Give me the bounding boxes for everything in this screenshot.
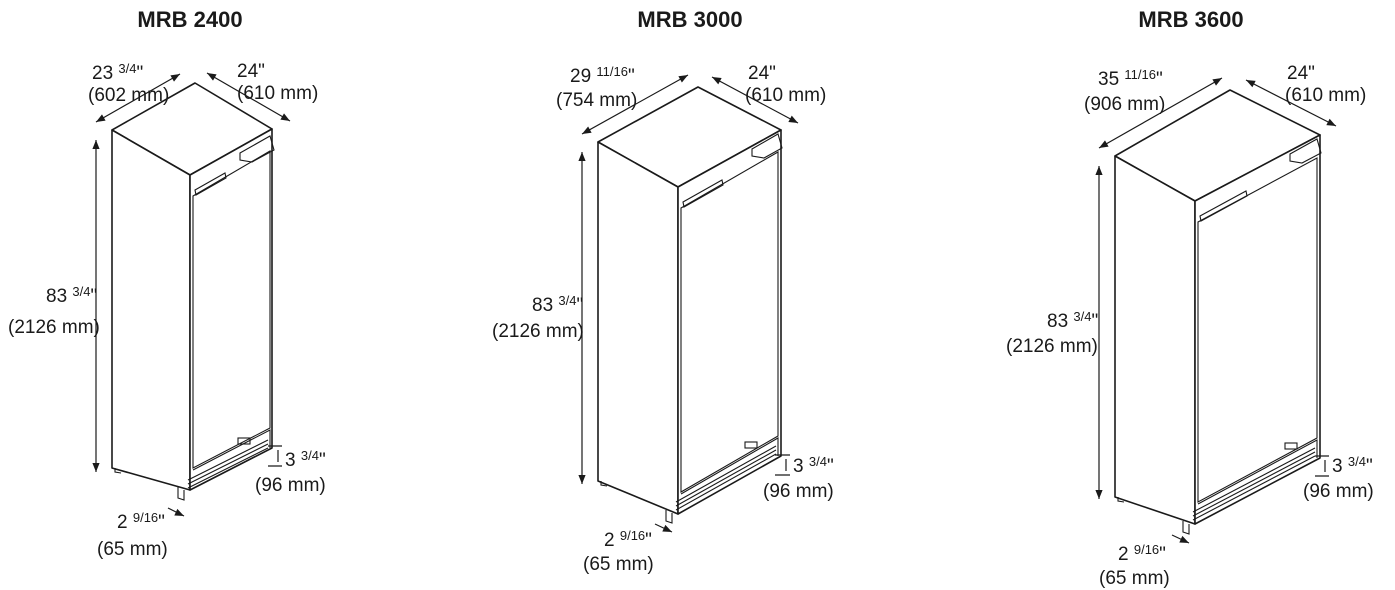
toe-height-imperial: 3 3/4" xyxy=(285,448,326,471)
width-metric: (602 mm) xyxy=(88,85,169,106)
depth-metric: (610 mm) xyxy=(1285,85,1366,106)
toe-depth-imperial: 2 9/16" xyxy=(117,510,165,533)
height-imperial: 83 3/4" xyxy=(46,284,97,307)
toe-depth-metric: (65 mm) xyxy=(97,539,168,560)
depth-imperial: 24" xyxy=(748,63,776,84)
refrigerator-outline xyxy=(1114,89,1322,535)
refrigerator-outline xyxy=(597,86,783,524)
dimension-lines xyxy=(92,69,292,520)
toe-height-imperial: 3 3/4" xyxy=(793,454,834,477)
dimension-lines xyxy=(1095,74,1338,547)
depth-imperial: 24" xyxy=(237,61,265,82)
model-title: MRB 3000 xyxy=(637,7,742,32)
toe-height-metric: (96 mm) xyxy=(255,475,326,496)
model-title: MRB 3600 xyxy=(1138,7,1243,32)
toe-height-metric: (96 mm) xyxy=(763,481,834,502)
toe-depth-metric: (65 mm) xyxy=(583,554,654,575)
height-imperial: 83 3/4" xyxy=(532,293,583,316)
height-imperial: 83 3/4" xyxy=(1047,309,1098,332)
width-imperial: 29 11/16" xyxy=(570,64,635,87)
model-mrb-3600: MRB 3600 xyxy=(1006,7,1374,589)
toe-depth-metric: (65 mm) xyxy=(1099,568,1170,589)
toe-depth-imperial: 2 9/16" xyxy=(604,528,652,551)
model-mrb-3000: MRB 3000 xyxy=(492,7,834,575)
dimension-lines xyxy=(578,71,800,536)
toe-depth-imperial: 2 9/16" xyxy=(1118,542,1166,565)
depth-imperial: 24" xyxy=(1287,63,1315,84)
depth-metric: (610 mm) xyxy=(237,83,318,104)
toe-height-imperial: 3 3/4" xyxy=(1332,454,1373,477)
width-imperial: 23 3/4" xyxy=(92,61,143,84)
model-title: MRB 2400 xyxy=(137,7,242,32)
depth-metric: (610 mm) xyxy=(745,85,826,106)
height-metric: (2126 mm) xyxy=(492,321,584,342)
toe-height-metric: (96 mm) xyxy=(1303,481,1374,502)
refrigerator-outline xyxy=(111,82,275,501)
height-metric: (2126 mm) xyxy=(8,317,100,338)
width-metric: (906 mm) xyxy=(1084,94,1165,115)
height-metric: (2126 mm) xyxy=(1006,336,1098,357)
width-imperial: 35 11/16" xyxy=(1098,67,1163,90)
model-mrb-2400: MRB 2400 xyxy=(8,7,326,560)
width-metric: (754 mm) xyxy=(556,90,637,111)
